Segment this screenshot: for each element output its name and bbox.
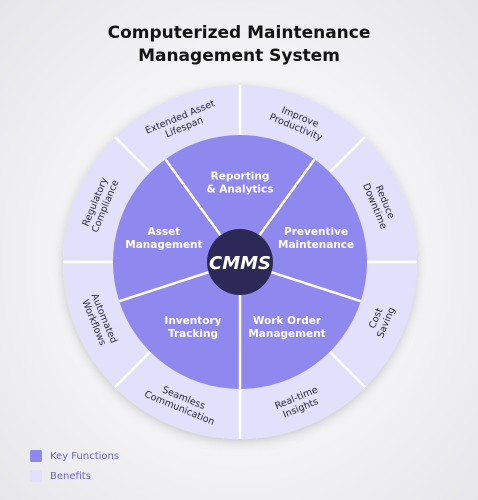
key-function-divider [118, 271, 210, 303]
key-function-segment [113, 159, 222, 302]
benefit-divider [113, 135, 152, 174]
legend-label-benefits: Benefits [50, 470, 91, 482]
key-functions-ring: Reporting& AnalyticsPreventiveMaintenanc… [113, 135, 367, 389]
legend-label-key-functions: Key Functions [50, 450, 120, 462]
key-function-label: Work Order [253, 315, 322, 327]
key-function-segment [240, 271, 361, 389]
benefit-divider [328, 350, 367, 389]
legend-swatch-key-functions [30, 450, 42, 462]
center-circle [207, 229, 273, 295]
key-function-label: Management [125, 239, 202, 251]
key-function-segment [258, 159, 367, 302]
center-hub: CMMS [207, 229, 273, 295]
key-function-label: & Analytics [206, 184, 273, 196]
key-function-label: Asset [148, 226, 181, 238]
benefit-divider [113, 350, 152, 389]
key-function-label: Preventive [284, 226, 348, 238]
legend-swatch-benefits [30, 470, 42, 482]
legend-benefits: Benefits [30, 470, 91, 482]
key-function-label: Maintenance [278, 239, 354, 251]
key-function-label: Management [248, 328, 325, 340]
key-function-divider [270, 271, 362, 303]
diagram-title-line-1: Computerized Maintenance [107, 23, 371, 43]
key-function-label: Tracking [168, 328, 218, 340]
key-function-segment [165, 135, 315, 237]
diagram-title-line-2: Management System [138, 46, 340, 66]
key-function-divider [258, 158, 316, 237]
benefit-divider [328, 135, 367, 174]
key-function-label: Inventory [164, 315, 221, 327]
key-function-label: Reporting [211, 171, 270, 183]
legend-key-functions: Key Functions [30, 450, 119, 462]
key-function-divider [164, 158, 222, 237]
center-label: CMMS [209, 253, 271, 274]
key-function-segment [119, 271, 240, 389]
